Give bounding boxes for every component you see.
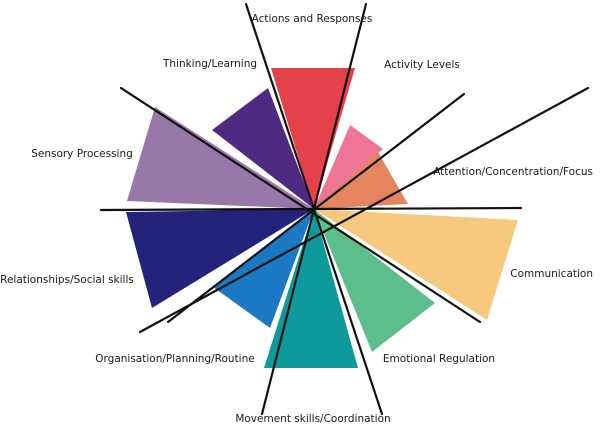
wedge-movement-skills-coordination: [264, 209, 358, 368]
category-labels: Actions and Responses Activity Levels At…: [0, 13, 593, 425]
wedge-thinking-learning: [212, 88, 314, 209]
label-movement-skills-coordination: Movement skills/Coordination: [235, 413, 390, 425]
label-actions-and-responses: Actions and Responses: [252, 13, 373, 25]
divider-lines: [99, 2, 590, 416]
divider-line: [138, 86, 590, 334]
label-attention-concentration-focus: Attention/Concentration/Focus: [433, 166, 593, 178]
label-organisation-planning-routine: Organisation/Planning/Routine: [95, 353, 254, 365]
label-sensory-processing: Sensory Processing: [31, 148, 133, 160]
wedge-emotional-regulation: [314, 209, 435, 352]
label-activity-levels: Activity Levels: [384, 59, 460, 71]
wedge-actions-and-responses: [271, 68, 355, 209]
divider-line: [99, 206, 523, 212]
wedge-activity-levels: [314, 125, 383, 209]
wedge-communication: [314, 209, 518, 320]
label-communication: Communication: [510, 268, 593, 280]
label-thinking-learning: Thinking/Learning: [162, 58, 257, 70]
label-emotional-regulation: Emotional Regulation: [383, 353, 495, 365]
wedge-relationships-social-skills: [126, 209, 314, 308]
wedge-organisation-planning-routine: [213, 209, 314, 328]
wedge-attention-concentration-focus: [314, 152, 408, 209]
label-relationships-social-skills: Relationships/Social skills: [0, 274, 134, 286]
divider-line: [119, 86, 482, 324]
